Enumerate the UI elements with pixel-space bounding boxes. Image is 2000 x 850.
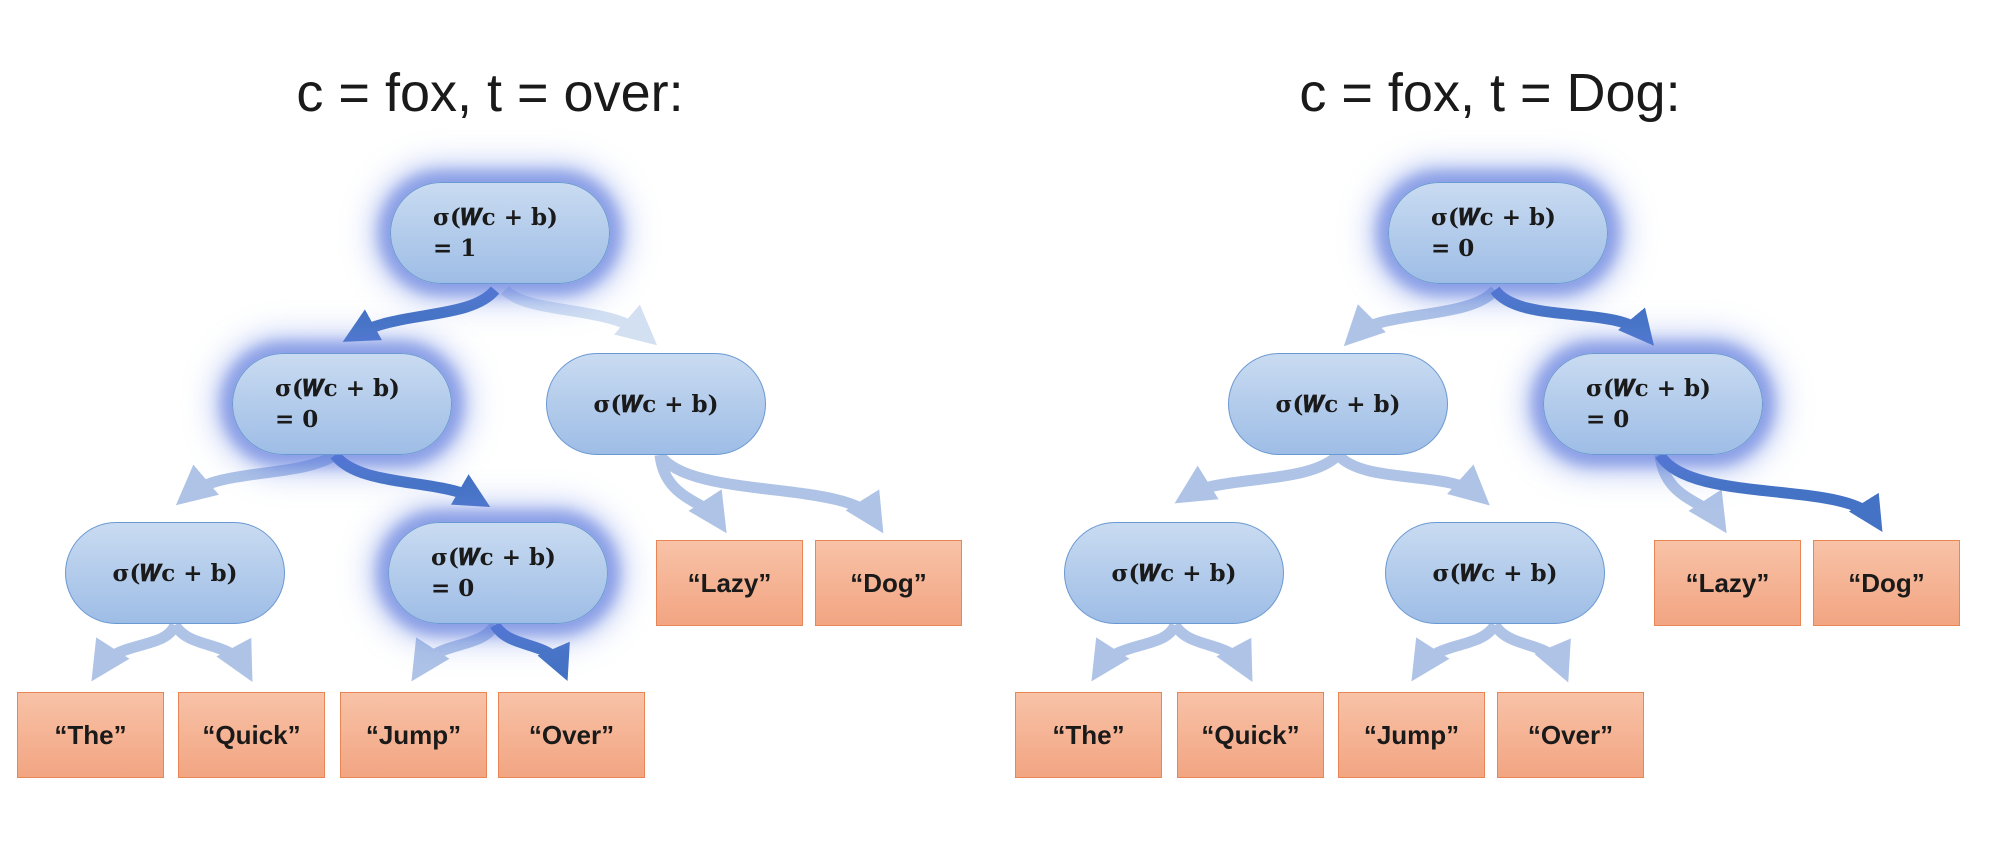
node-formula: σ(𝑾c + b) xyxy=(433,204,558,231)
left-level1-left-node: σ(𝑾c + b) = 0 xyxy=(232,353,452,455)
node-value: = 1 xyxy=(433,235,477,262)
node-value: = 0 xyxy=(275,406,319,433)
edge-left-ll-to-quick xyxy=(170,621,253,682)
right-leaf-the: “The” xyxy=(1015,692,1162,778)
edge-left-r-to-lazy xyxy=(654,454,727,534)
node-formula: σ(𝑾c + b) xyxy=(1111,559,1237,587)
right-level2-right-node: σ(𝑾c + b) xyxy=(1385,522,1605,624)
edge-right-lr-to-over xyxy=(1490,621,1571,683)
right-leaf-quick: “Quick” xyxy=(1177,692,1324,778)
right-leaf-jump: “Jump” xyxy=(1338,692,1485,778)
edge-left-ll-to-the xyxy=(91,622,181,682)
right-root-node: σ(𝑾c + b) = 0 xyxy=(1388,182,1608,284)
node-value: = 0 xyxy=(1586,406,1630,433)
edge-left-root-to-l xyxy=(342,286,500,342)
left-leaf-lazy: “Lazy” xyxy=(656,540,803,626)
node-formula: σ(𝑾c + b) xyxy=(431,544,556,571)
edge-right-l-to-ll xyxy=(1174,450,1343,504)
left-leaf-jump: “Jump” xyxy=(340,692,487,778)
right-leaf-lazy: “Lazy” xyxy=(1654,540,1801,626)
edge-right-lr-to-jump xyxy=(1411,621,1500,682)
node-formula: σ(𝑾c + b) xyxy=(1432,559,1558,587)
edge-right-root-to-l xyxy=(1343,286,1500,347)
node-formula: σ(𝑾c + b) xyxy=(275,375,400,402)
edge-right-ll-to-the xyxy=(1091,622,1181,682)
left-root-node: σ(𝑾c + b) = 1 xyxy=(390,182,610,284)
edge-right-root-to-r xyxy=(1490,286,1655,346)
edge-right-ll-to-quick xyxy=(1170,621,1253,682)
edge-right-l-to-lr xyxy=(1333,450,1490,506)
node-formula: σ(𝑾c + b) xyxy=(112,559,238,587)
node-value: = 0 xyxy=(431,575,475,602)
right-leaf-dog: “Dog” xyxy=(1813,540,1960,626)
right-level1-right-node: σ(𝑾c + b) = 0 xyxy=(1543,353,1763,455)
node-formula: σ(𝑾c + b) xyxy=(1275,390,1401,418)
edge-left-l-to-lr xyxy=(330,451,491,508)
left-leaf-dog: “Dog” xyxy=(815,540,962,626)
left-diagram-title: c = fox, t = over: xyxy=(296,63,684,123)
left-leaf-over: “Over” xyxy=(498,692,645,778)
left-level1-right-node: σ(𝑾c + b) xyxy=(546,353,766,455)
node-value: = 0 xyxy=(1431,235,1475,262)
node-formula: σ(𝑾c + b) xyxy=(593,390,719,418)
left-leaf-the: “The” xyxy=(17,692,164,778)
right-level2-left-node: σ(𝑾c + b) xyxy=(1064,522,1284,624)
left-level2-right-node: σ(𝑾c + b) = 0 xyxy=(388,522,608,624)
edge-right-r-to-lazy xyxy=(1654,454,1727,534)
right-leaf-over: “Over” xyxy=(1497,692,1644,778)
node-formula: σ(𝑾c + b) xyxy=(1586,375,1711,402)
edge-left-l-to-ll xyxy=(175,450,339,506)
edge-left-lr-to-jump xyxy=(411,621,500,682)
left-leaf-quick: “Quick” xyxy=(178,692,325,778)
node-formula: σ(𝑾c + b) xyxy=(1431,204,1556,231)
edge-right-r-to-dog xyxy=(1655,451,1883,532)
edge-left-root-to-r xyxy=(501,285,658,346)
right-level1-left-node: σ(𝑾c + b) xyxy=(1228,353,1448,455)
edge-left-lr-to-over xyxy=(490,621,570,681)
right-diagram-title: c = fox, t = Dog: xyxy=(1299,63,1681,123)
edge-left-r-to-dog xyxy=(655,451,884,534)
left-level2-left-node: σ(𝑾c + b) xyxy=(65,522,285,624)
